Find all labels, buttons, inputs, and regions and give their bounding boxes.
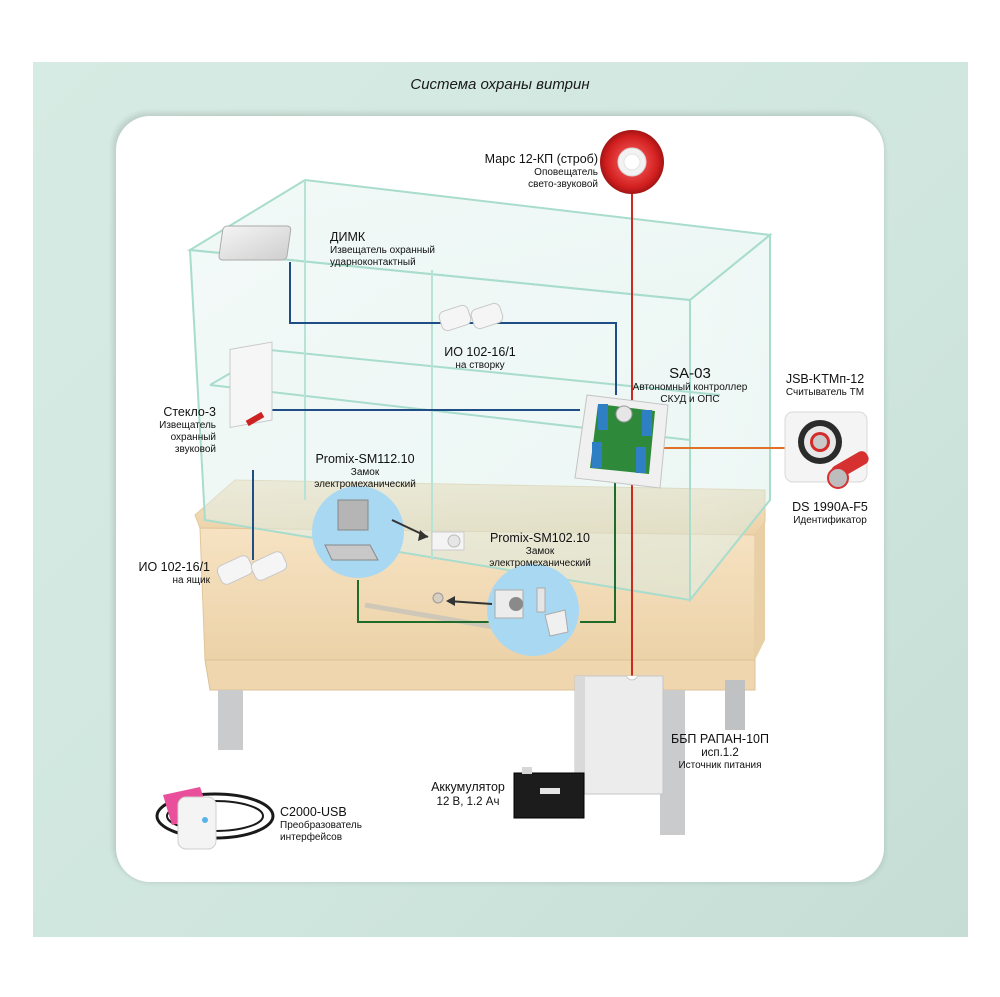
lock1-desc1: Замок [350,467,380,478]
lock1-label: Promix-SM112.10 Замок электромеханически… [300,452,430,491]
usb-converter-device [155,787,275,850]
dimk-name: ДИМК [330,230,366,244]
steklo-desc2: охранный [170,432,216,443]
glass-showcase [186,178,773,603]
steklo-name: Стекло-3 [163,405,216,419]
reader-label: JSB-KTMп-12 Считыватель ТМ [770,372,880,399]
steklo-device [229,341,273,429]
controller-device [574,394,669,489]
io-drawer-label: ИО 102-16/1 на ящик [138,560,210,587]
siren-desc1: Оповещатель [534,167,598,178]
lock2-illustration [432,564,579,656]
battery-label: Аккумулятор 12 В, 1.2 Ач [418,780,518,810]
io-drawer-name: ИО 102-16/1 [138,560,210,574]
controller-name: SA-03 [669,365,711,382]
siren-label: Марс 12-КП (строб) Оповещатель свето-зву… [485,152,598,191]
dimk-desc1: Извещатель охранный [330,245,436,256]
psu-desc2: Источник питания [678,760,762,771]
psu-desc1: исп.1.2 [701,747,739,759]
leg-front-left [218,690,243,750]
reader-desc1: Считыватель ТМ [785,387,865,398]
io-door-device [438,302,504,332]
psu-device [574,675,664,795]
lock2-name: Promix-SM102.10 [489,531,591,545]
lock1-name: Promix-SM112.10 [315,452,415,466]
io-door-desc1: на створку [455,360,505,371]
reader-name: JSB-KTMп-12 [785,372,865,386]
lock2-desc1: Замок [525,546,555,557]
key-name: DS 1990A-F5 [792,500,868,514]
siren-desc2: свето-звуковой [528,179,598,190]
lock1-illustration [312,486,465,578]
battery-device [513,767,585,819]
leg-front-right [660,690,685,835]
battery-name: Аккумулятор [431,780,505,794]
wire-locks [357,580,490,623]
lock2-desc2: электромеханический [489,558,591,569]
dimk-desc2: ударноконтактный [330,257,416,268]
leg-back-right [725,680,745,730]
controller-label: SA-03 Автономный контроллер СКУД и ОПС [620,365,760,406]
key-label: DS 1990A-F5 Идентификатор [780,500,880,527]
battery-desc1: 12 В, 1.2 Ач [436,796,500,808]
io-drawer-desc1: на ящик [172,575,210,586]
siren-name: Марс 12-КП (строб) [484,152,598,166]
psu-name: ББП РАПАН-10П [671,732,769,746]
controller-desc2: СКУД и ОПС [660,394,720,405]
dimk-label: ДИМК Извещатель охранный ударноконтактны… [330,230,435,269]
steklo-label: Стекло-3 Извещатель охранный звуковой [159,405,216,456]
wire-locks-right [580,480,616,623]
lock2-label: Promix-SM102.10 Замок электромеханически… [475,531,605,570]
key-desc1: Идентификатор [793,515,867,526]
controller-desc1: Автономный контроллер [632,382,748,393]
reader-device [784,411,868,483]
usb-desc2: интерфейсов [280,832,343,843]
usb-desc1: Преобразователь [280,820,362,831]
io-door-name: ИО 102-16/1 [444,345,516,359]
dimk-device [218,225,292,261]
usb-name: С2000-USB [280,805,347,819]
usb-label: С2000-USB Преобразователь интерфейсов [280,805,362,844]
diagram-title: Система охраны витрин [410,76,590,93]
drawer-rail [364,602,501,631]
steklo-desc3: звуковой [174,444,216,455]
key-fob [827,451,869,489]
io-door-label: ИО 102-16/1 на створку [425,345,535,372]
steklo-desc1: Извещатель [159,420,216,431]
io-drawer-device [216,551,288,585]
lock1-desc2: электромеханический [314,479,416,490]
psu-label: ББП РАПАН-10П исп.1.2 Источник питания [665,732,775,772]
siren-device [600,130,664,194]
